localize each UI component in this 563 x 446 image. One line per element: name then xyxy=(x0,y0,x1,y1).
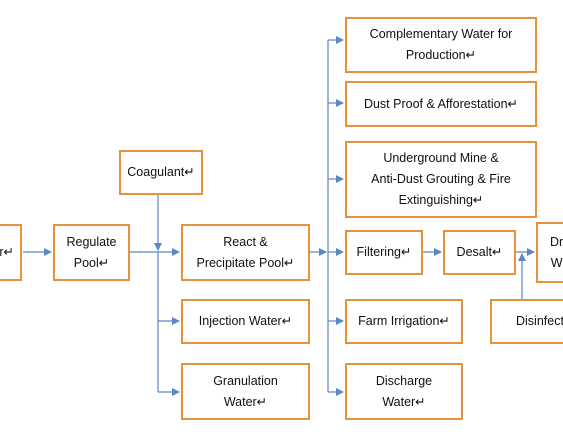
node-drinking-water-label: Dr W xyxy=(550,234,563,270)
node-filtering: Filtering↵ xyxy=(345,230,423,275)
node-coagulant-label: Coagulant↵ xyxy=(127,165,195,179)
node-injection-water-label: Injection Water↵ xyxy=(198,314,293,328)
node-desalt-label: Desalt↵ xyxy=(456,245,503,259)
node-injection-water: Injection Water↵ xyxy=(181,299,310,344)
node-dust-proof: Dust Proof & Afforestation↵ xyxy=(345,81,537,127)
node-disinfect-label: Disinfect xyxy=(516,314,563,328)
node-filtering-label: Filtering↵ xyxy=(356,245,412,259)
node-dust-proof-label: Dust Proof & Afforestation↵ xyxy=(363,96,519,111)
node-disinfect: Disinfect xyxy=(490,299,563,344)
node-complementary-water: Complementary Water for Production↵ xyxy=(345,17,537,73)
node-granulation-water-label: Granulation Water↵ xyxy=(213,373,278,409)
node-discharge-water: Discharge Water↵ xyxy=(345,363,463,420)
node-granulation-water: Granulation Water↵ xyxy=(181,363,310,420)
node-source: r↵ xyxy=(0,224,22,281)
node-farm-irrigation-label: Farm Irrigation↵ xyxy=(358,314,450,328)
node-underground-mine: Underground Mine & Anti-Dust Grouting & … xyxy=(345,141,537,218)
node-source-label: r↵ xyxy=(0,245,14,259)
node-react-precipitate-label: React & Precipitate Pool↵ xyxy=(196,234,295,270)
node-desalt: Desalt↵ xyxy=(443,230,516,275)
node-discharge-water-label: Discharge Water↵ xyxy=(375,373,433,409)
node-underground-mine-label: Underground Mine & Anti-Dust Grouting & … xyxy=(371,151,511,207)
node-react-precipitate: React & Precipitate Pool↵ xyxy=(181,224,310,281)
node-complementary-water-label: Complementary Water for Production↵ xyxy=(369,27,513,62)
node-farm-irrigation: Farm Irrigation↵ xyxy=(345,299,463,344)
node-drinking-water: Dr W xyxy=(536,222,563,283)
node-coagulant: Coagulant↵ xyxy=(119,150,203,195)
node-regulate-pool-label: Regulate Pool↵ xyxy=(66,234,117,270)
node-regulate-pool: Regulate Pool↵ xyxy=(53,224,130,281)
